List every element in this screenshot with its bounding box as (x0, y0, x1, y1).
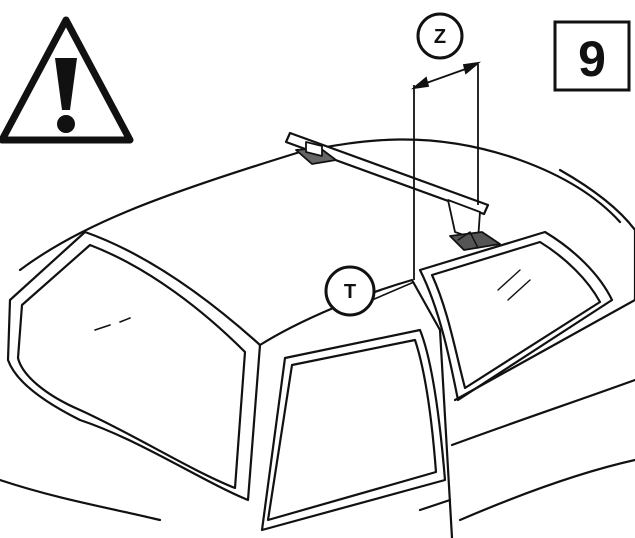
body-line-2 (450, 378, 635, 447)
rack-foot-left (295, 141, 337, 165)
warning-triangle-icon (0, 16, 134, 144)
a-pillar (258, 278, 454, 538)
door-handle (418, 498, 452, 512)
step-number-box: 9 (553, 20, 631, 92)
body-line-3 (458, 458, 635, 522)
t-label: T (344, 281, 356, 303)
z-dimension (410, 61, 482, 280)
z-label: Z (434, 26, 446, 48)
rack-foot-right (447, 199, 501, 251)
windshield-frame (6, 230, 262, 502)
hood-line (0, 478, 162, 522)
step-number: 9 (578, 31, 606, 87)
rear-roof-edge (558, 168, 635, 302)
crossbar (284, 131, 490, 216)
rear-window-inner (430, 240, 602, 390)
roof-rack (284, 131, 501, 251)
car-illustration (0, 138, 635, 538)
body-line-1 (453, 298, 635, 402)
door-window (260, 328, 447, 532)
z-marker: Z (416, 12, 464, 60)
door-window-inner (266, 338, 438, 522)
roof-edge (18, 138, 622, 272)
windshield-glass (16, 243, 247, 490)
t-marker: T (324, 265, 415, 317)
rear-window (418, 230, 614, 402)
